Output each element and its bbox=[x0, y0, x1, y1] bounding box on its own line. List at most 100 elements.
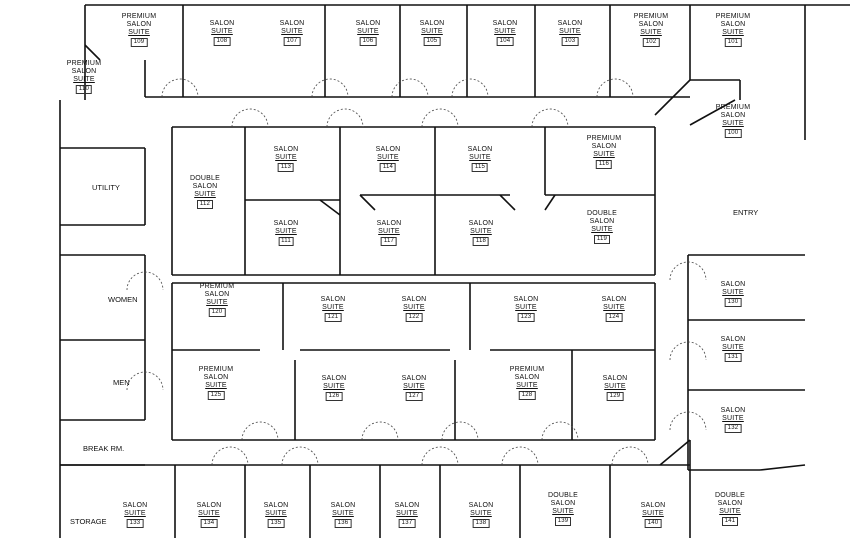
room-number: 118 bbox=[472, 237, 490, 246]
room-number: 120 bbox=[208, 308, 226, 317]
room-name-line: SALON bbox=[320, 296, 346, 303]
room-name-line: SALON bbox=[720, 407, 746, 414]
room-name-line: SALON bbox=[273, 146, 299, 153]
room-number: 123 bbox=[517, 313, 535, 322]
room-name-line: SUITE bbox=[396, 510, 418, 517]
door-swing bbox=[669, 261, 707, 281]
door-swing bbox=[211, 446, 249, 466]
room-label-utility: UTILITY bbox=[92, 183, 120, 192]
room-number: 121 bbox=[324, 313, 342, 322]
room-number: 131 bbox=[724, 353, 742, 362]
room-name-line: SUITE bbox=[275, 228, 297, 235]
room-name-line: SUITE bbox=[377, 154, 399, 161]
room-number: 132 bbox=[724, 424, 742, 433]
room-name-line: PREMIUM bbox=[715, 13, 751, 20]
door-swing bbox=[451, 78, 489, 98]
room-name-line: SALON bbox=[355, 20, 381, 27]
room-name-line: SALON bbox=[375, 146, 401, 153]
door-swing bbox=[231, 108, 269, 128]
room-name-line: SALON bbox=[401, 375, 427, 382]
door-swing bbox=[611, 446, 649, 466]
room-name-line: DOUBLE bbox=[587, 210, 617, 217]
room-label-entry: ENTRY bbox=[733, 208, 759, 217]
room-name-line: SALON bbox=[376, 220, 402, 227]
room-name-line: SALON bbox=[401, 296, 427, 303]
room-number: 117 bbox=[380, 237, 398, 246]
room-number: 104 bbox=[496, 37, 514, 46]
room-number: 103 bbox=[561, 37, 579, 46]
room-number: 126 bbox=[325, 392, 343, 401]
room-name-line: SUITE bbox=[73, 76, 95, 83]
room-name-line: SUITE bbox=[357, 28, 379, 35]
room-name-line: SUITE bbox=[719, 508, 741, 515]
door-swing bbox=[241, 421, 279, 441]
wall bbox=[84, 44, 101, 61]
room-name-line: SALON bbox=[720, 336, 746, 343]
room-name-line: SUITE bbox=[470, 510, 492, 517]
room-name-line: PREMIUM bbox=[633, 13, 669, 20]
room-number: 124 bbox=[605, 313, 623, 322]
room-number: 116 bbox=[595, 160, 613, 169]
room-name-line: DOUBLE bbox=[548, 492, 578, 499]
room-name-line: SUITE bbox=[515, 304, 537, 311]
room-name-line: SUITE bbox=[323, 383, 345, 390]
room-name-line: SALON bbox=[263, 502, 289, 509]
room-number: 112 bbox=[196, 200, 214, 209]
door-swing bbox=[421, 108, 459, 128]
room-number: 115 bbox=[471, 163, 489, 172]
door-swing bbox=[311, 78, 349, 98]
room-name-line: SUITE bbox=[403, 383, 425, 390]
room-name-line: SALON bbox=[279, 20, 305, 27]
room-number: 129 bbox=[606, 392, 624, 401]
door-swing bbox=[326, 108, 364, 128]
door-swing bbox=[281, 446, 319, 466]
room-name-line: SALON bbox=[514, 374, 540, 381]
room-name-line: DOUBLE bbox=[715, 492, 745, 499]
room-name-line: SUITE bbox=[722, 344, 744, 351]
wall bbox=[659, 439, 691, 466]
room-name-line: SUITE bbox=[722, 29, 744, 36]
door-swing bbox=[531, 108, 569, 128]
room-name-line: SUITE bbox=[265, 510, 287, 517]
room-name-line: PREMIUM bbox=[198, 366, 234, 373]
room-name-line: SUITE bbox=[722, 415, 744, 422]
room-name-line: SALON bbox=[192, 183, 218, 190]
room-name-line: SALON bbox=[204, 291, 230, 298]
room-name-line: SALON bbox=[557, 20, 583, 27]
room-number: 128 bbox=[518, 391, 536, 400]
room-name-line: PREMIUM bbox=[66, 60, 102, 67]
room-name-line: SUITE bbox=[494, 28, 516, 35]
room-name-line: SALON bbox=[589, 218, 615, 225]
room-name-line: SALON bbox=[468, 220, 494, 227]
room-number: 122 bbox=[405, 313, 423, 322]
room-number: 109 bbox=[130, 38, 148, 47]
room-name-line: SUITE bbox=[552, 508, 574, 515]
room-name-line: SALON bbox=[492, 20, 518, 27]
room-name-line: SALON bbox=[602, 375, 628, 382]
room-name-line: SUITE bbox=[593, 151, 615, 158]
room-number: 119 bbox=[593, 235, 611, 244]
room-number: 102 bbox=[642, 38, 660, 47]
wall bbox=[319, 199, 341, 216]
wall bbox=[689, 99, 736, 126]
room-name-line: SALON bbox=[717, 500, 743, 507]
room-name-line: SUITE bbox=[211, 28, 233, 35]
room-name-line: SALON bbox=[601, 296, 627, 303]
